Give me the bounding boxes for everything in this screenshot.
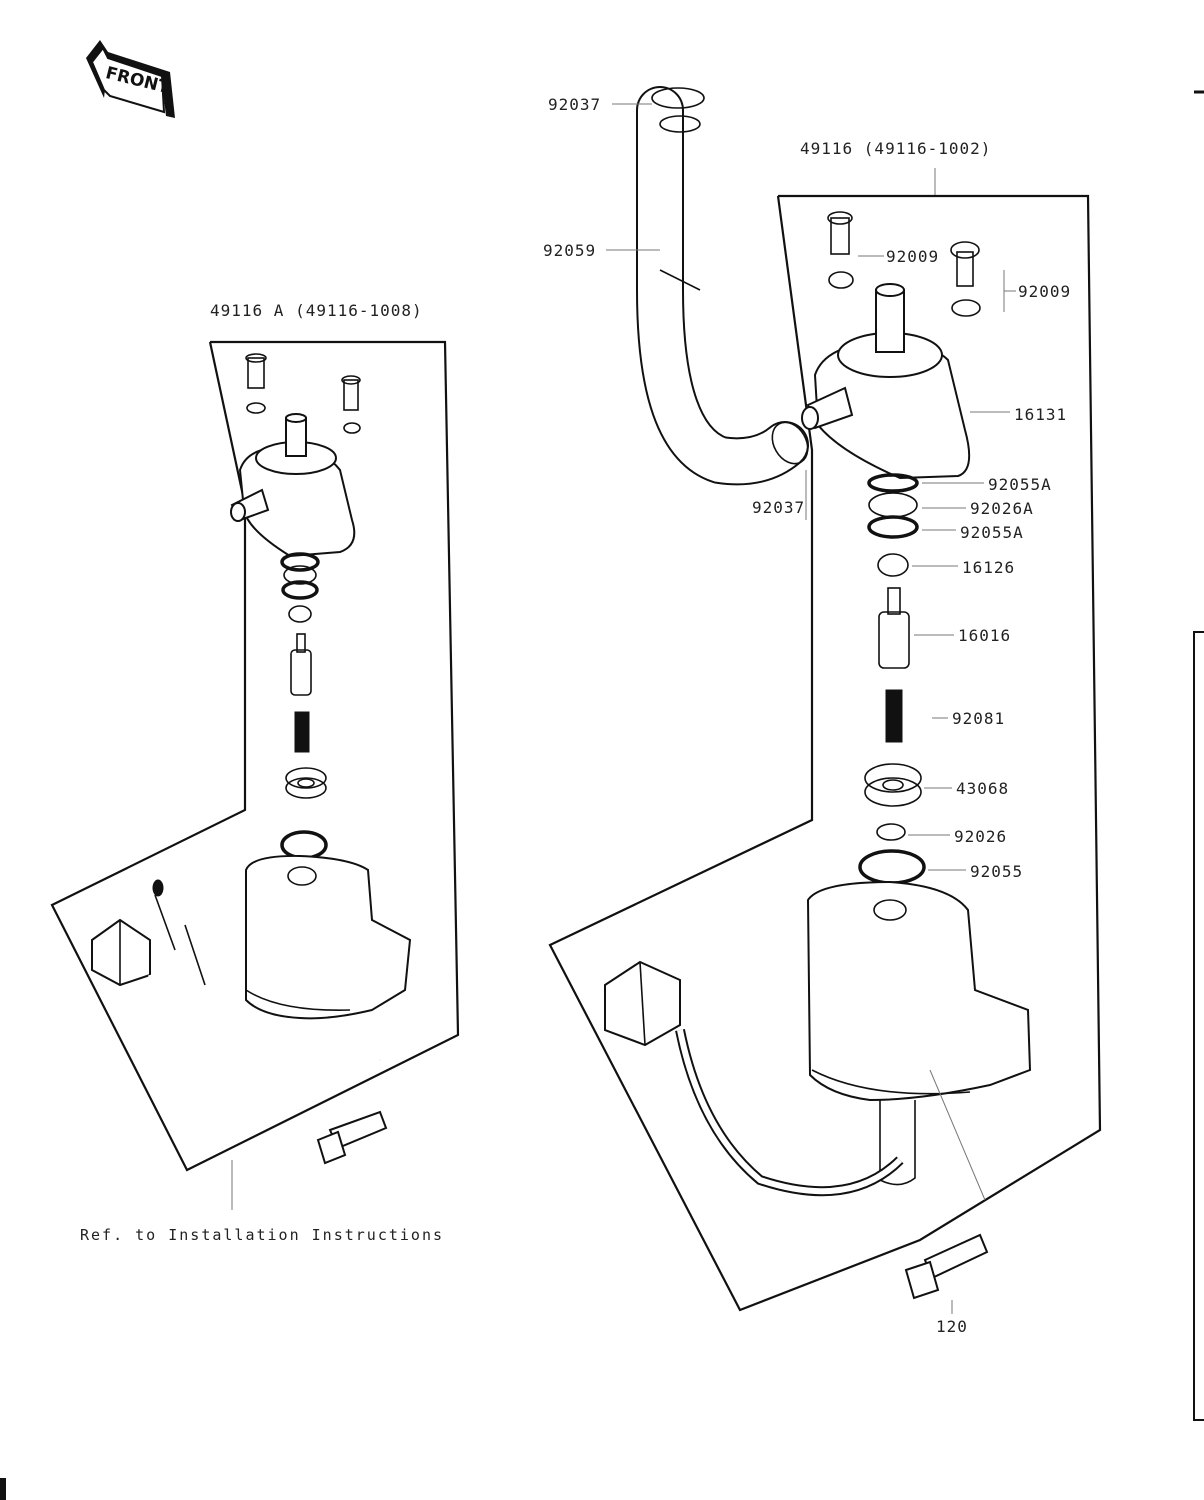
label-92009-a: 92009 xyxy=(886,247,939,266)
connector xyxy=(604,960,681,1047)
left-bottom-bolt xyxy=(316,1110,388,1165)
label-92026A: 92026A xyxy=(970,499,1034,518)
label-92026: 92026 xyxy=(954,827,1007,846)
label-92059: 92059 xyxy=(543,241,596,260)
oring-92055A-a xyxy=(867,473,919,493)
right-assembly-title: 49116 (49116-1002) xyxy=(800,139,991,158)
left-valve xyxy=(288,605,312,623)
spring-92081 xyxy=(885,689,903,743)
left-bolt-2 xyxy=(341,375,361,434)
label-92037-side: 92037 xyxy=(752,498,805,517)
oring-92055A-b xyxy=(867,515,919,539)
left-assembly-title: 49116 A (49116-1008) xyxy=(210,301,423,320)
label-120: 120 xyxy=(936,1317,968,1336)
label-16016: 16016 xyxy=(958,626,1011,645)
label-92037-top: 92037 xyxy=(548,95,601,114)
plunger-16016 xyxy=(878,587,910,669)
washer-92026 xyxy=(876,823,906,841)
label-43068: 43068 xyxy=(956,779,1009,798)
left-oring-2 xyxy=(281,580,319,600)
left-seal xyxy=(285,767,327,799)
screw-92009-b xyxy=(950,241,981,317)
screw-92009-a xyxy=(827,211,854,289)
left-pump-cover xyxy=(230,413,356,558)
label-92055A-a: 92055A xyxy=(988,475,1052,494)
left-pump-body xyxy=(245,854,412,1020)
label-16126: 16126 xyxy=(962,558,1015,577)
left-oring-1 xyxy=(280,552,320,572)
valve-16126 xyxy=(877,553,909,577)
page-edge-marks xyxy=(0,90,1204,1500)
left-connector xyxy=(91,918,151,987)
front-arrow-icon: FRONT xyxy=(86,40,175,118)
pump-body xyxy=(806,880,1032,1186)
clamp-92037-side xyxy=(771,421,809,465)
hose-92059 xyxy=(636,86,809,486)
label-92009-b: 92009 xyxy=(1018,282,1071,301)
left-assembly: 49116 A (49116-1008) xyxy=(50,301,460,1244)
left-plunger xyxy=(290,633,312,696)
clamp-92037-top xyxy=(651,87,705,109)
bolt-120 xyxy=(904,1069,989,1300)
right-assembly: 49116 (49116-1002) xyxy=(543,86,1102,1336)
installation-note: Ref. to Installation Instructions xyxy=(80,1226,444,1244)
oring-92055 xyxy=(858,849,926,885)
left-oring-3 xyxy=(280,830,328,860)
label-92055A-b: 92055A xyxy=(960,523,1024,542)
left-spring xyxy=(294,711,310,753)
label-92081: 92081 xyxy=(952,709,1005,728)
left-bolt-1 xyxy=(245,353,267,414)
seal-43068 xyxy=(864,763,922,807)
washer-92026A xyxy=(868,492,918,518)
label-16131: 16131 xyxy=(1014,405,1067,424)
pump-cover-16131 xyxy=(801,283,971,480)
label-92055: 92055 xyxy=(970,862,1023,881)
